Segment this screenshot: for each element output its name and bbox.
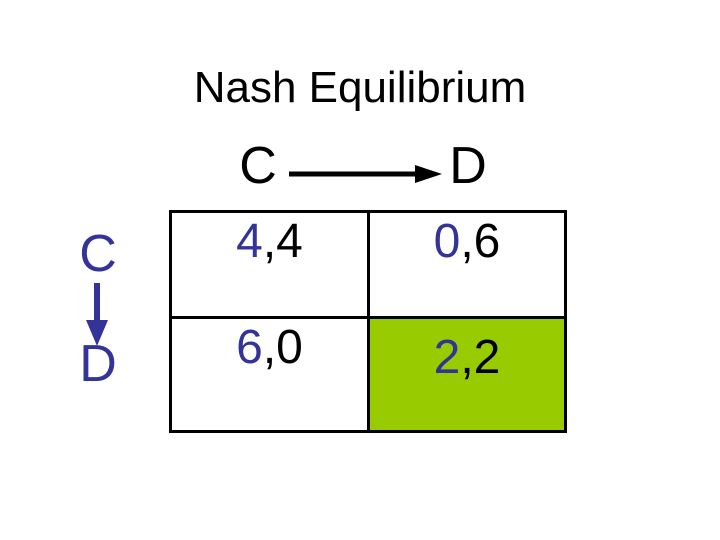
- payoff-row-value: 4: [236, 215, 263, 268]
- payoff-matrix: 4,4 0,6 6,0 2,2: [169, 210, 567, 433]
- payoff-row-value: 2: [433, 331, 461, 384]
- row-label-c: C: [79, 225, 117, 283]
- payoff-col-value: ,6: [460, 215, 501, 268]
- payoff-cell-dc: 6,0: [172, 319, 370, 430]
- payoff-row-value: 0: [433, 215, 461, 268]
- payoff-col-value: ,2: [460, 331, 501, 384]
- column-label-d: D: [449, 137, 487, 195]
- down-arrow-icon: [86, 283, 108, 346]
- payoff-cell-dd-equilibrium: 2,2: [370, 319, 564, 430]
- payoff-cell-cc: 4,4: [172, 213, 370, 319]
- right-arrow-icon: [289, 165, 442, 183]
- row-label-d: D: [79, 335, 117, 393]
- payoff-row-value: 6: [236, 321, 263, 374]
- column-label-c: C: [239, 137, 277, 195]
- payoff-col-value: ,0: [262, 321, 303, 374]
- payoff-cell-cd: 0,6: [370, 213, 564, 319]
- page-title: Nash Equilibrium: [193, 63, 527, 112]
- payoff-col-value: ,4: [262, 215, 303, 268]
